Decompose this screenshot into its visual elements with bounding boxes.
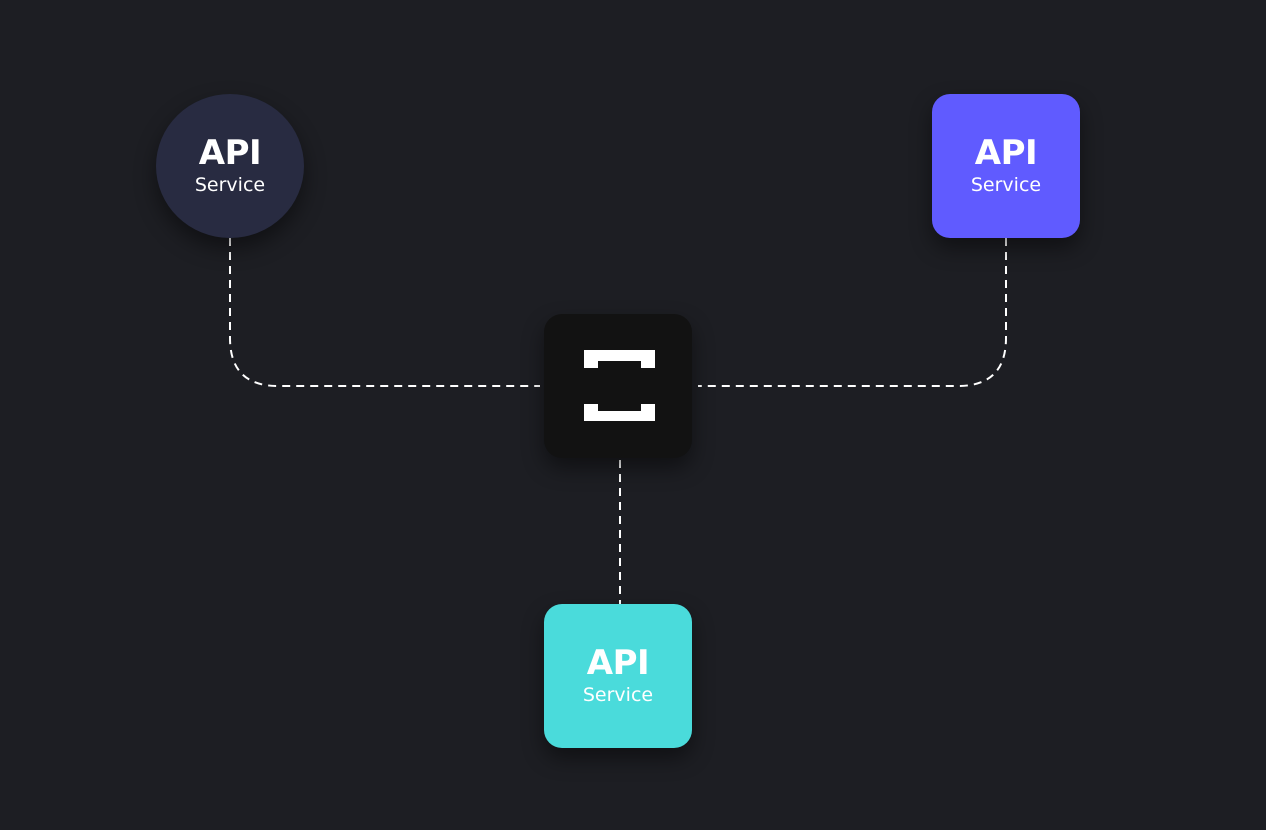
api-service-node-bottom[interactable]: API Service xyxy=(544,604,692,748)
node-subtitle: Service xyxy=(970,174,1042,196)
node-subtitle: Service xyxy=(582,684,654,706)
node-subtitle: Service xyxy=(194,174,266,196)
node-title: API xyxy=(198,133,262,173)
node-title: API xyxy=(974,133,1038,173)
api-service-node-top-right[interactable]: API Service xyxy=(932,94,1080,238)
connector-right xyxy=(698,238,1007,387)
api-service-node-top-left[interactable]: API Service xyxy=(156,94,304,238)
node-title: API xyxy=(586,643,650,683)
hub-node[interactable] xyxy=(544,314,692,458)
connector-left xyxy=(229,238,540,387)
bracket-logo-icon xyxy=(584,350,655,421)
